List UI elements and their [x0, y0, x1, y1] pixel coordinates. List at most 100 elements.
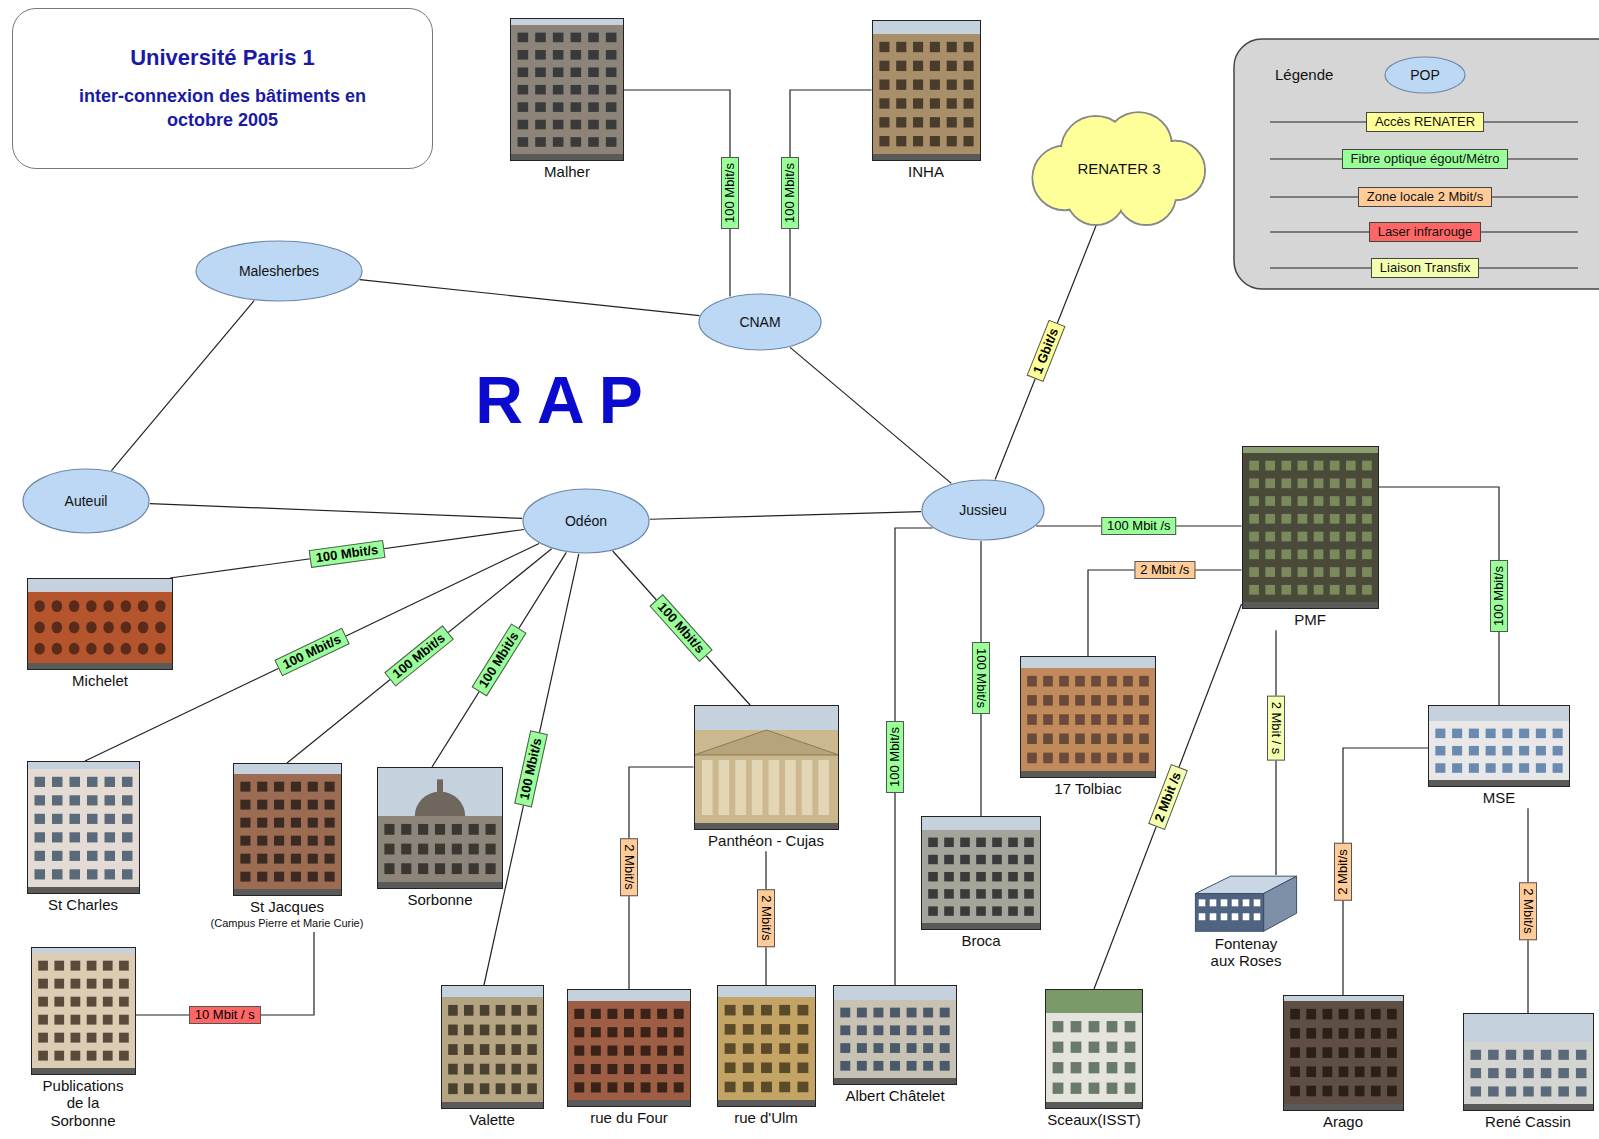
legend-panel [1234, 39, 1599, 289]
legend-text: Zone locale 2 Mbit/s [1367, 189, 1483, 204]
legend-swatch: Zone locale 2 Mbit/s [1358, 187, 1492, 207]
building-node: Malher [510, 18, 624, 182]
bandwidth-label: 2 Mbit/s [620, 838, 638, 896]
network-cloud: RENATER 3 [1022, 106, 1216, 230]
subtitle-text: inter-connexion des bâtiments en octobre… [73, 85, 373, 132]
legend-pop-sample: POP [1384, 56, 1466, 94]
building-photo [1428, 705, 1570, 787]
pop-node: CNAM [698, 293, 822, 351]
building-photo [694, 705, 839, 830]
building-caption: rue d'Ulm [734, 1109, 798, 1126]
bandwidth-label: 100 Mbit/s [472, 623, 527, 696]
building-photo [27, 578, 173, 670]
building-photo [1020, 656, 1156, 778]
building-caption: Panthéon - Cujas [708, 832, 824, 849]
network-link [1088, 570, 1242, 656]
pop-node: Malesherbes [195, 240, 363, 302]
building-caption: Malher [544, 163, 590, 180]
building-node: MSE [1428, 705, 1570, 808]
bandwidth-label: 100 Mbit/s [1490, 560, 1508, 632]
building-photo [233, 763, 342, 896]
campus-note: (Campus Pierre et Marie Curie) [211, 917, 364, 930]
building-caption: St Charles [48, 896, 118, 913]
building-photo [567, 989, 691, 1107]
legend-text: POP [1410, 67, 1440, 83]
building-node: René Cassin [1463, 1013, 1594, 1132]
network-link [1379, 487, 1500, 705]
building-photo [1242, 446, 1379, 609]
bandwidth-label: 100 Mbit/s [781, 157, 799, 229]
network-name: RENATER 3 [1077, 160, 1160, 177]
network-link [790, 90, 872, 297]
network-title: RAP [475, 364, 656, 437]
building-node: Sceaux(ISST) [1045, 989, 1143, 1130]
building-caption: INHA [908, 163, 944, 180]
legend-swatch: Accès RENATER [1366, 112, 1484, 132]
building-node: Michelet [27, 578, 173, 691]
bandwidth-label: 100 Mbit/s [721, 157, 739, 229]
building-photo [1283, 995, 1404, 1111]
building-node: Fontenay aux Roses [1191, 875, 1301, 972]
building-node: PMF [1242, 446, 1379, 630]
title-text: Université Paris 1 [130, 45, 315, 71]
building-node: Panthéon - Cujas [694, 705, 839, 851]
building-photo [510, 18, 624, 161]
building-node: Broca [921, 816, 1041, 951]
building-caption: Albert Châtelet [845, 1087, 944, 1104]
bandwidth-label: 100 Mbit /s [1101, 517, 1177, 535]
building-node: INHA [872, 20, 981, 182]
pop-name: Jussieu [959, 502, 1006, 518]
bandwidth-label: 2 Mbit / s [1267, 696, 1285, 761]
building-caption: Broca [961, 932, 1000, 949]
building-caption: René Cassin [1485, 1113, 1571, 1130]
building-node: rue d'Ulm [717, 985, 816, 1128]
building-node: Arago [1283, 995, 1404, 1132]
building-node: Publications de la Sorbonne [31, 947, 136, 1131]
building-photo [27, 761, 140, 894]
bandwidth-label: 100 Mbit/s [274, 628, 349, 677]
network-link [790, 347, 951, 483]
bandwidth-label: 100 Mbit/s [309, 540, 386, 568]
network-link [150, 504, 522, 519]
building-photo [921, 816, 1041, 930]
network-link [170, 529, 524, 578]
network-link [650, 512, 921, 520]
network-link [613, 551, 750, 705]
building-caption: Valette [469, 1111, 515, 1128]
building-caption: rue du Four [590, 1109, 668, 1126]
pop-node: Auteuil [22, 468, 150, 534]
legend-swatch: Liaison Transfix [1371, 258, 1479, 278]
bandwidth-label: 100 Mbit/s [515, 731, 549, 808]
legend-heading: Légende [1275, 67, 1333, 84]
building-node: Valette [441, 985, 544, 1130]
legend-swatch: Fibre optique égout/Métro [1342, 149, 1509, 169]
building-node: rue du Four [567, 989, 691, 1128]
bandwidth-label: 10 Mbit / s [189, 1006, 261, 1024]
building-photo [1463, 1013, 1594, 1111]
bandwidth-label: 100 Mbit/s [650, 594, 713, 662]
network-link [360, 280, 700, 316]
bandwidth-label: 100 Mbit/s [972, 642, 990, 714]
bandwidth-label: 2 Mbit /s [1134, 561, 1195, 579]
building-photo [1045, 989, 1143, 1109]
bandwidth-label: 100 Mbit/s [385, 625, 455, 686]
legend-text: Liaison Transfix [1380, 260, 1470, 275]
building-icon [1191, 875, 1301, 933]
building-node: St Jacques (Campus Pierre et Marie Curie) [211, 763, 364, 932]
building-caption: PMF [1294, 611, 1326, 628]
network-link [136, 932, 315, 1015]
building-caption: St Jacques [250, 898, 324, 915]
building-caption: Sceaux(ISST) [1047, 1111, 1140, 1128]
pop-node: Jussieu [921, 479, 1045, 541]
building-photo [717, 985, 816, 1107]
building-caption: Arago [1323, 1113, 1363, 1130]
title-box: Université Paris 1 inter-connexion des bâ… [12, 8, 433, 169]
legend-text: Fibre optique égout/Métro [1351, 151, 1500, 166]
building-caption: Sorbonne [407, 891, 472, 908]
bandwidth-label: 1 Gbit/s [1027, 320, 1066, 382]
legend-lines [1270, 122, 1578, 268]
bandwidth-label: 100 Mbit/s [886, 721, 904, 793]
network-link [624, 90, 730, 297]
network-link [995, 222, 1097, 480]
building-node: Sorbonne [377, 767, 503, 910]
